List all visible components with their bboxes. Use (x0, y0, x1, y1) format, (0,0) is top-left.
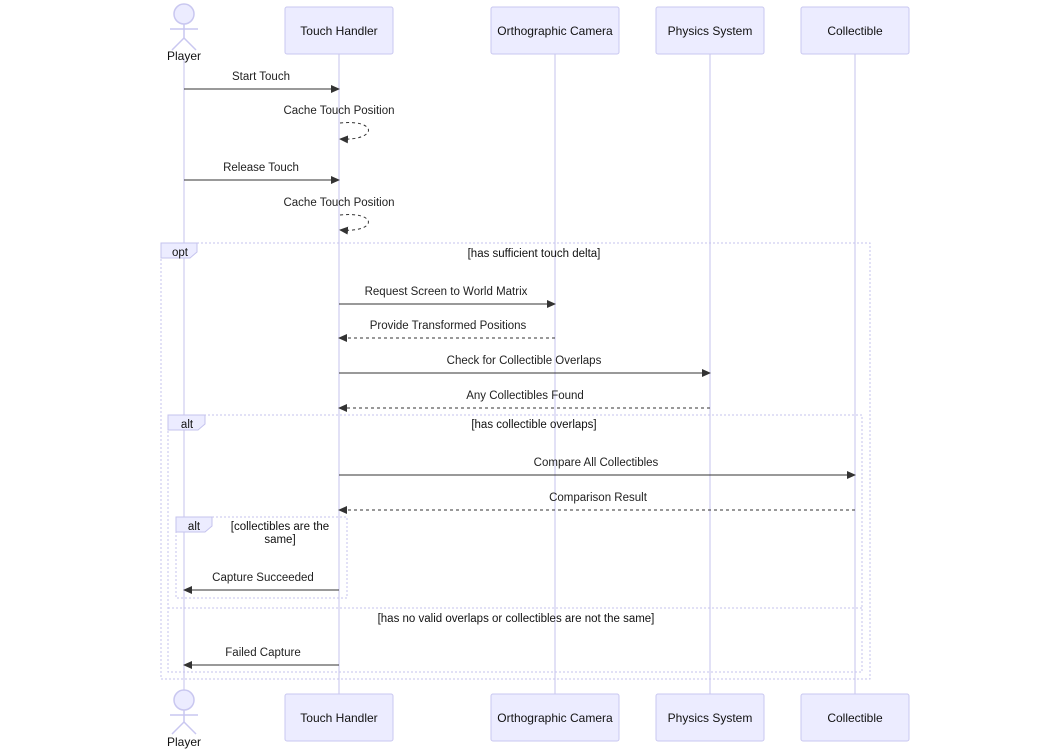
fragment-alt-outer: alt [has collectible overlaps] [has no v… (167, 414, 863, 673)
message-label: Release Touch (223, 162, 299, 174)
participant-collectible-top: Collectible (800, 6, 910, 55)
message-label: Cache Touch Position (283, 197, 394, 209)
message-label: Provide Transformed Positions (370, 320, 527, 332)
fragment-alt-inner-condition: [collectibles are the (231, 521, 329, 533)
fragment-alt-inner: alt [collectibles are the same] (175, 516, 348, 599)
participant-collectible-label: Collectible (827, 711, 883, 725)
message-label: Failed Capture (225, 647, 300, 659)
participant-touch-handler-top: Touch Handler (284, 6, 394, 55)
actor-player-label-bottom: Player (167, 735, 201, 749)
fragment-alt-inner-condition-cont: same] (264, 534, 295, 546)
participant-collectible-bottom: Collectible (800, 693, 910, 742)
message-label: Cache Touch Position (283, 105, 394, 117)
participant-collectible-label: Collectible (827, 24, 883, 38)
fragment-alt-inner-label: alt (188, 521, 201, 533)
fragment-opt-condition: [has sufficient touch delta] (468, 248, 601, 260)
participant-ortho-camera-label: Orthographic Camera (497, 711, 613, 725)
actor-player-bottom: Player (167, 689, 201, 749)
fragment-alt-outer-label: alt (181, 419, 194, 431)
participant-touch-handler-label: Touch Handler (300, 24, 377, 38)
participant-touch-handler-label: Touch Handler (300, 711, 377, 725)
participant-physics-top: Physics System (655, 6, 765, 55)
participant-physics-label: Physics System (668, 711, 753, 725)
fragment-alt-outer-condition: [has collectible overlaps] (471, 419, 596, 431)
actor-player-label-top: Player (167, 49, 201, 63)
participant-ortho-camera-label: Orthographic Camera (497, 24, 613, 38)
participant-ortho-camera-top: Orthographic Camera (490, 6, 620, 55)
participant-touch-handler-bottom: Touch Handler (284, 693, 394, 742)
self-message-arrow (339, 122, 369, 144)
fragment-opt: opt [has sufficient touch delta] (160, 242, 871, 680)
self-message-arrow (339, 214, 369, 235)
participant-physics-label: Physics System (668, 24, 753, 38)
fragment-opt-label: opt (172, 247, 189, 259)
message-label: Check for Collectible Overlaps (447, 355, 602, 367)
message-label: Any Collectibles Found (466, 390, 584, 402)
fragment-alt-else-condition: [has no valid overlaps or collectibles a… (378, 613, 655, 625)
message-label: Compare All Collectibles (534, 457, 659, 469)
message-label: Capture Succeeded (212, 572, 314, 584)
message-label: Comparison Result (549, 492, 648, 504)
message-label: Start Touch (232, 71, 290, 83)
message-label: Request Screen to World Matrix (365, 286, 528, 298)
participant-physics-bottom: Physics System (655, 693, 765, 742)
participant-ortho-camera-bottom: Orthographic Camera (490, 693, 620, 742)
actor-player-top: Player (167, 3, 201, 63)
